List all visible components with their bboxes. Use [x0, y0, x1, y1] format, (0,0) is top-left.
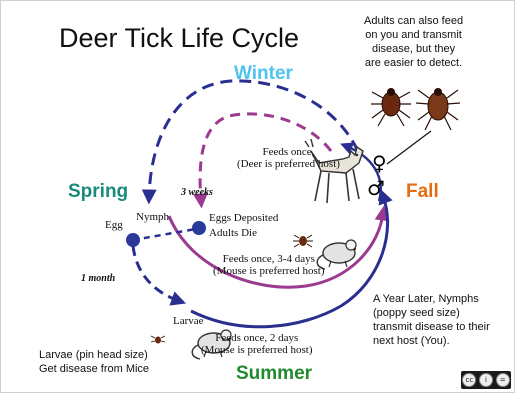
male-symbol-icon: ♂ — [367, 176, 385, 200]
larvae-feeding-note: Feeds once, 2 days (Mouse is preferred h… — [201, 332, 313, 356]
duration-3-weeks: 3 weeks — [181, 187, 213, 198]
stage-nymph: Nymph — [136, 211, 169, 223]
egg-dashed-line — [133, 229, 196, 240]
stage-adults-die: Adults Die — [209, 227, 257, 239]
duration-1-month: 1 month — [81, 273, 115, 284]
adults-node — [192, 221, 206, 235]
page-title: Deer Tick Life Cycle — [59, 23, 299, 54]
tick-icon — [371, 88, 411, 126]
stage-eggs-deposited: Eggs Deposited — [209, 212, 278, 224]
tick-icon — [151, 336, 165, 344]
stage-larvae: Larvae — [173, 315, 204, 327]
egg-to-larvae-arrow — [133, 246, 179, 301]
nymphs-note: A Year Later, Nymphs (poppy seed size) t… — [373, 292, 490, 348]
season-spring: Spring — [68, 181, 128, 203]
winter-outer-arrow — [149, 81, 358, 197]
stage-egg: Egg — [105, 219, 123, 231]
female-symbol-icon: ♀ — [372, 151, 387, 175]
adults-note: Adults can also feed on you and transmit… — [364, 14, 463, 70]
season-fall: Fall — [406, 181, 439, 203]
larvae-note: Larvae (pin head size) Get disease from … — [39, 348, 149, 376]
nymph-feeding-note: Feeds once, 3-4 days (Mouse is preferred… — [213, 253, 325, 277]
tick-icon — [416, 88, 460, 130]
season-summer: Summer — [236, 363, 312, 385]
deer-feeding-note: Feeds once, (Deer is preferred host) — [237, 146, 340, 170]
tick-icon — [293, 235, 313, 247]
egg-node — [126, 233, 140, 247]
season-winter: Winter — [234, 63, 293, 85]
pointer-line — [387, 131, 431, 164]
